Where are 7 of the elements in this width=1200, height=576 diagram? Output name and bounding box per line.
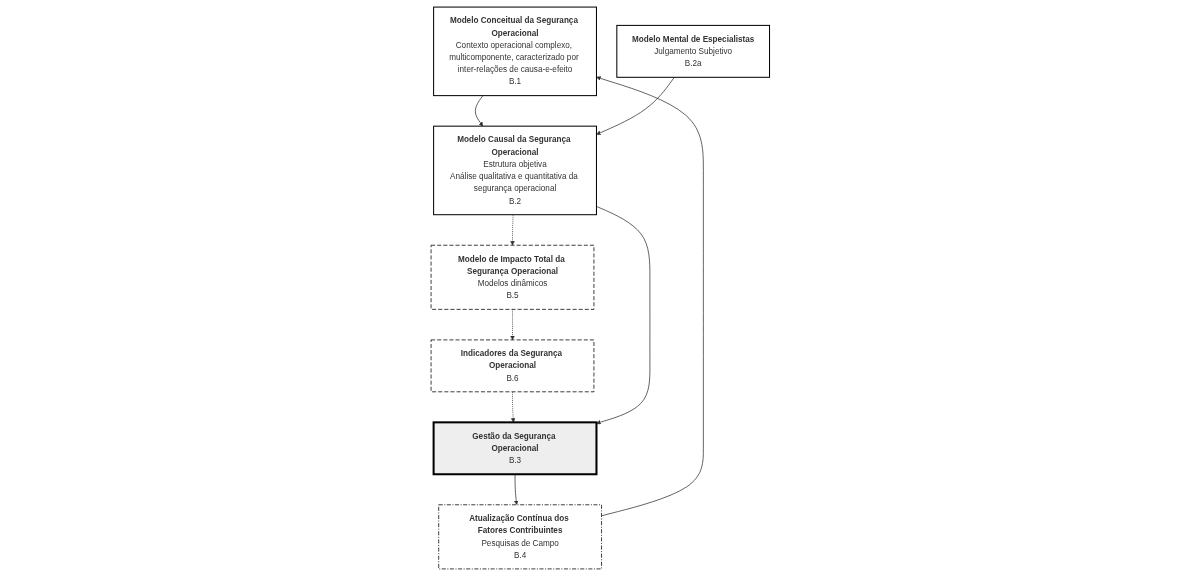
node-box: Atualização Contínua dos Fatores Contribuintes Pesquisas de Campo B.4 xyxy=(438,504,602,570)
node-box: Modelo de Impacto Total da Segurança Operacional Modelos dinâmicos B.5 xyxy=(430,244,594,310)
node-box: Modelo Mental de Especialistas Julgamento Subjetivo B.2a xyxy=(616,24,770,78)
node-box: Modelo Conceitual da Segurança Operacional Contexto operacional complexo, multicomponente, caracterizado por inter-relações de causa-e-efeito B.1 xyxy=(432,6,597,97)
node-box: Gestão da Segurança Operacional B.3 xyxy=(432,421,598,476)
node-box: Modelo Causal da Segurança Operacional Estrutura objetiva Análise qualitativa e quantitativa da segurança operacional B.2 xyxy=(432,125,597,216)
node-box: Indicadores da Segurança Operacional B.6 xyxy=(430,339,594,393)
